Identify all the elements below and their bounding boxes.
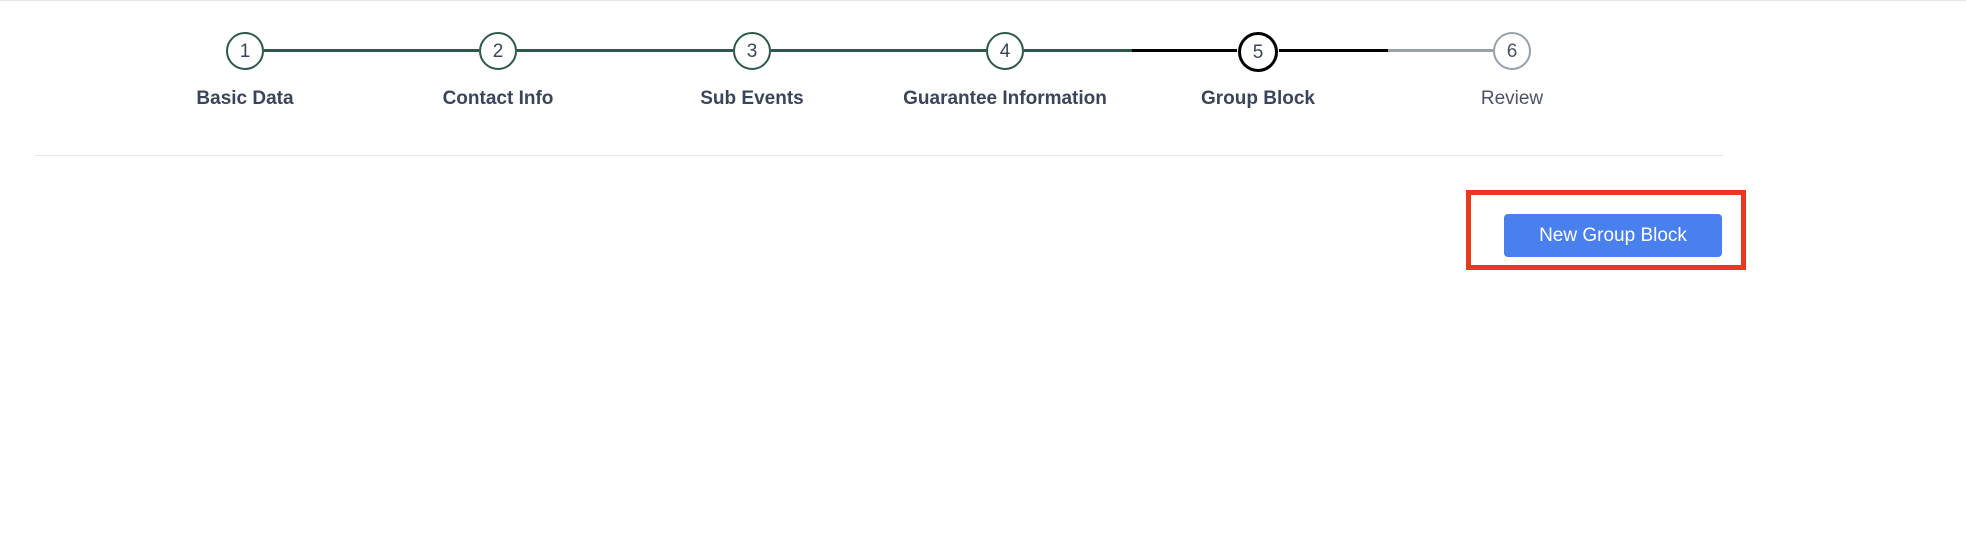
step-number-badge-3: 3 bbox=[733, 32, 771, 70]
connector-5-6-current-half bbox=[1279, 49, 1388, 52]
stepper-step-sub-events[interactable]: 3 Sub Events bbox=[626, 0, 879, 120]
stepper-step-contact-info[interactable]: 2 Contact Info bbox=[372, 0, 625, 120]
connector-4-5-completed-half bbox=[1024, 49, 1132, 52]
new-group-block-button[interactable]: New Group Block bbox=[1504, 214, 1722, 257]
stepper-step-group-block[interactable]: 5 Group Block bbox=[1132, 0, 1385, 120]
step-number-badge-2: 2 bbox=[479, 32, 517, 70]
step-label-basic-data: Basic Data bbox=[196, 88, 294, 109]
step-label-contact-info: Contact Info bbox=[442, 88, 554, 109]
stepper-step-basic-data[interactable]: 1 Basic Data bbox=[119, 0, 372, 120]
connector-4-5-current-half bbox=[1132, 49, 1237, 52]
stepper-step-review[interactable]: 6 Review bbox=[1386, 0, 1639, 120]
group-block-content-area bbox=[0, 290, 1966, 554]
connector-5-6-upcoming-half bbox=[1388, 49, 1493, 52]
step-number-badge-5: 5 bbox=[1238, 32, 1278, 72]
connector-1-2 bbox=[264, 49, 479, 52]
step-label-guarantee-information: Guarantee Information bbox=[903, 88, 1107, 109]
step-label-sub-events: Sub Events bbox=[700, 88, 804, 109]
stepper-step-guarantee-information[interactable]: 4 Guarantee Information bbox=[879, 0, 1132, 120]
connector-2-3 bbox=[517, 49, 733, 52]
connector-3-4 bbox=[771, 49, 986, 52]
top-hairline-rule bbox=[0, 0, 1966, 1]
wizard-stepper: 1 Basic Data 2 Contact Info 3 Sub Events… bbox=[0, 0, 1966, 120]
step-label-group-block: Group Block bbox=[1200, 88, 1315, 109]
annotation-highlight-rectangle bbox=[1466, 190, 1746, 270]
step-number-badge-1: 1 bbox=[226, 32, 264, 70]
step-label-review: Review bbox=[1480, 88, 1544, 109]
step-number-badge-6: 6 bbox=[1493, 32, 1531, 70]
section-divider-rule bbox=[35, 155, 1723, 156]
step-number-badge-4: 4 bbox=[986, 32, 1024, 70]
